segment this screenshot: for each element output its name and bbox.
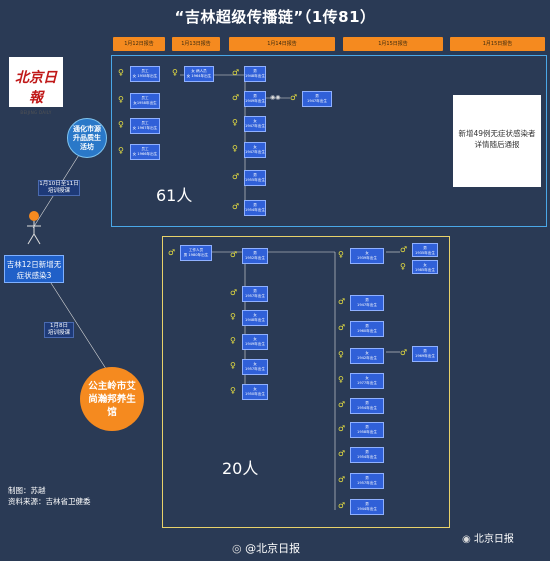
case-box: 员工女 1958年出生 — [130, 66, 160, 82]
wechat-handle: ◉ 北京日报 — [462, 534, 514, 545]
person-icon: ♂ — [338, 323, 346, 332]
person-icon: ♂ — [400, 348, 408, 357]
person-icon: ♂ — [338, 449, 346, 458]
person-icon: ♂ — [232, 68, 240, 77]
credits: 制图：苏越 资料来源：吉林省卫健委 — [8, 486, 91, 506]
case-box: 工作人员男 1980年出生 — [180, 245, 212, 261]
person-icon: ♀ — [338, 350, 344, 359]
person-icon: ♀ — [230, 361, 236, 370]
person-icon: ♂ — [338, 501, 346, 510]
person-icon: ♀ — [232, 118, 238, 127]
event-tag-2: 1月8日 培训授课 — [44, 322, 74, 338]
person-icon: ♂ — [338, 424, 346, 433]
person-icon: ♀ — [172, 68, 178, 77]
date-tab-2: 1月13日报告 — [172, 37, 220, 51]
person-icon: ♂ — [168, 248, 176, 257]
case-box: 女 病人员女 1964年出生 — [184, 66, 214, 82]
group1-count: 61人 — [156, 186, 193, 205]
case-box: 员工女1958年出生 — [130, 93, 160, 109]
person-icon: ♂ — [338, 400, 346, 409]
person-icon: ♀ — [118, 95, 124, 104]
person-icon: ♂ — [338, 475, 346, 484]
person-icon: ♀ — [230, 386, 236, 395]
wechat-icon: ◉ — [462, 534, 471, 545]
person-icon: ♀ — [230, 336, 236, 345]
beijing-daily-logo: 北京日報 BEIJING DAILY — [9, 57, 63, 115]
weibo-icon: ◎ — [232, 542, 242, 555]
group2-box — [162, 236, 450, 528]
case-box: 员工女 1967年出生 — [130, 118, 160, 134]
diagram-title: “吉林超级传播链”（1传81） — [174, 8, 376, 26]
person-icon: ♀ — [400, 262, 406, 271]
person-icon: ♂ — [230, 250, 238, 259]
source-person-icon — [24, 210, 44, 246]
source-case-box: 吉林12日新增无症状感染3 — [4, 255, 64, 283]
event-place-gongzhuling: 公主岭市艾尚瀚邦养生馆 — [80, 367, 144, 431]
date-tab-5: 1月15日报告 — [450, 37, 545, 51]
person-icon: ♂ — [290, 93, 298, 102]
person-icon: ♀ — [338, 250, 344, 259]
person-icon: ♂ — [230, 288, 238, 297]
person-icon: ♀ — [230, 312, 236, 321]
date-tab-3: 1月14日报告 — [229, 37, 335, 51]
person-icon: ♀ — [118, 68, 124, 77]
date-tab-4: 1月15日报告 — [343, 37, 443, 51]
weibo-handle: ◎ @北京日报 — [232, 542, 301, 555]
person-icon: ♂ — [400, 245, 408, 254]
date-tab-1: 1月12日报告 — [113, 37, 165, 51]
person-icon: ♂ — [338, 297, 346, 306]
note-box: 新增49例无症状感染者 详情随后通报 — [453, 95, 541, 187]
case-box: 员工女 1966年出生 — [130, 144, 160, 160]
group2-count: 20人 — [222, 459, 259, 478]
eye-icon: ◉◉ — [270, 94, 281, 101]
person-icon: ♂ — [232, 172, 240, 181]
event-place-tonghua: 通化市源升品质生活坊 — [67, 118, 107, 158]
person-icon: ♂ — [232, 93, 240, 102]
person-icon: ♂ — [232, 202, 240, 211]
group1-box — [111, 55, 547, 227]
person-icon: ♀ — [232, 144, 238, 153]
event-tag-1: 1月10日至11日 培训授课 — [38, 180, 80, 196]
person-icon: ♀ — [118, 146, 124, 155]
person-icon: ♀ — [338, 375, 344, 384]
person-icon: ♀ — [118, 120, 124, 129]
